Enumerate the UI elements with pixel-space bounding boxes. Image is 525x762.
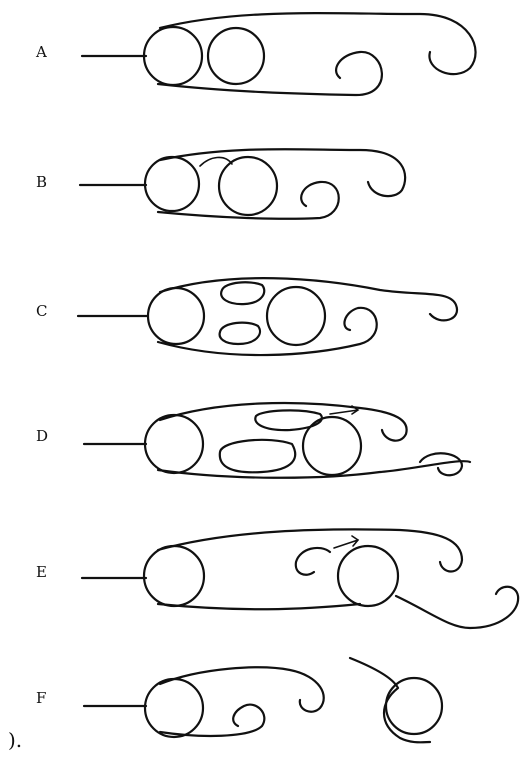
panel-c-cylinder-2: [267, 287, 325, 345]
panel-e-shed-vortex: [396, 587, 518, 628]
panel-a-cylinder-2: [208, 28, 264, 84]
panel-d-outer-top: [160, 403, 407, 441]
panel-e-inner-vortex: [296, 548, 330, 575]
panel-e-flow-arrow-icon: [334, 536, 358, 548]
panel-e-label: E: [36, 563, 47, 581]
panel-b-label: B: [36, 173, 47, 191]
panel-b-cylinder-1: [145, 157, 199, 211]
panel-c-cylinder-1: [148, 288, 204, 344]
panel-d-label: D: [36, 427, 48, 445]
panel-a-cylinder-1: [144, 27, 202, 85]
panel-c-label: C: [36, 302, 47, 320]
panel-e-outer-top: [158, 529, 462, 571]
panel-b-cylinder-2: [219, 157, 277, 215]
panel-b: B: [36, 149, 405, 219]
caption-text: ).: [8, 728, 22, 752]
panel-e-outer-bottom: [158, 604, 360, 609]
panel-d-flow-arrow-icon: [330, 406, 358, 414]
panel-d: D: [36, 403, 470, 478]
panel-f-outer-bottom: [160, 705, 264, 736]
panel-c: C: [36, 278, 457, 355]
panel-b-outer-bottom: [158, 182, 339, 219]
panel-a-outer-bottom: [158, 52, 382, 95]
panel-f-cylinder-1: [145, 679, 203, 737]
panel-f-cylinder-2: [386, 678, 442, 734]
panel-c-upper-eddy: [221, 282, 264, 304]
panel-c-lower-eddy: [220, 323, 260, 344]
panel-a: A: [35, 13, 476, 95]
panel-e-cylinder-2: [338, 546, 398, 606]
panel-f-label: F: [36, 689, 46, 707]
panel-a-outer-top: [160, 13, 476, 74]
panel-d-cylinder-1: [145, 415, 203, 473]
panel-e-cylinder-1: [144, 546, 204, 606]
panel-f: F: [36, 658, 442, 742]
panel-a-label: A: [35, 43, 47, 61]
panel-f-outer-top: [160, 667, 324, 711]
panel-d-lower-eddy: [220, 440, 295, 472]
panel-e: E: [36, 529, 518, 628]
panel-d-upper-eddy: [255, 410, 322, 430]
panel-f-detached-streamline: [350, 658, 430, 742]
